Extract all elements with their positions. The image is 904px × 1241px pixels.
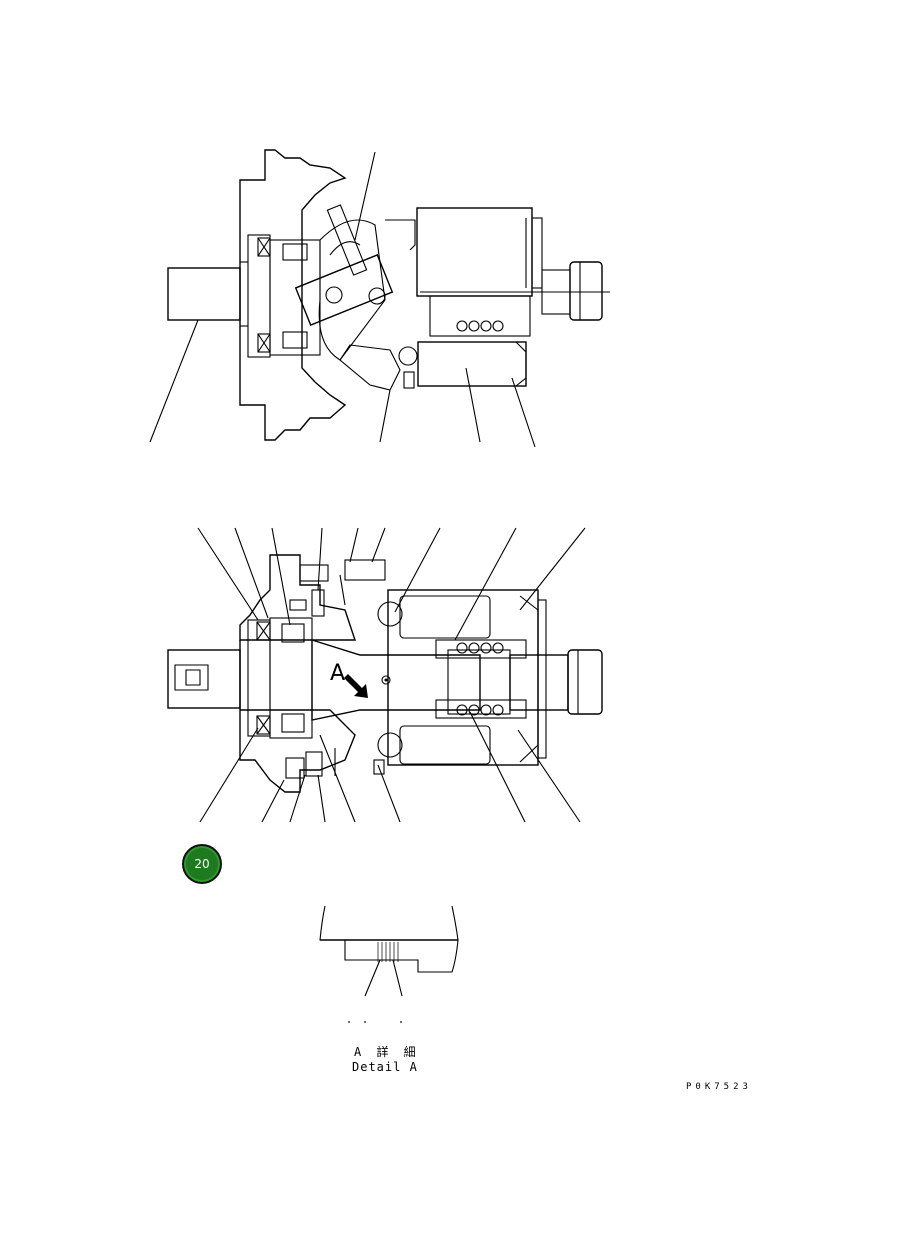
drawing-code: P0K7523 [686, 1082, 752, 1092]
section-mark-a: A [330, 661, 345, 686]
detail-caption-jp: A 詳 細 [354, 1045, 420, 1059]
reference-number-badge[interactable]: 20 [182, 844, 222, 884]
detail-caption-en: Detail A [352, 1060, 418, 1074]
top-view [149, 149, 610, 448]
section-view: A [167, 527, 603, 823]
reference-number: 20 [194, 857, 210, 871]
detail-a [319, 905, 459, 1023]
